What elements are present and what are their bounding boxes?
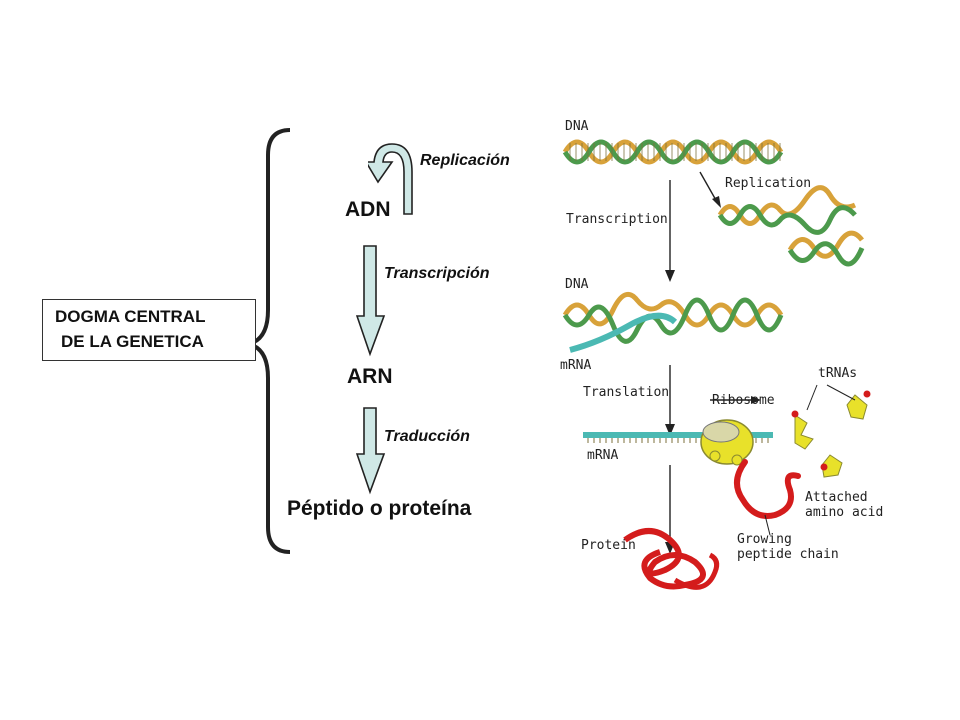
translation-arrow (356, 407, 386, 495)
dna-helix-top (562, 139, 784, 165)
central-dogma-title-box: DOGMA CENTRAL DE LA GENETICA (42, 299, 256, 361)
figure-label-dna-top: DNA (565, 119, 589, 134)
figure-label-growing-chain: Growing peptide chain (737, 532, 839, 562)
figure-label-trnas: tRNAs (818, 366, 858, 381)
figure-label-transcription: Transcription (566, 212, 668, 227)
figure-label-dna-mid: DNA (565, 277, 589, 292)
figure-label-mrna-low: mRNA (587, 448, 619, 463)
transcription-arrow (356, 245, 386, 357)
ribosome-translation (583, 419, 773, 466)
protein-label: Péptido o proteína (287, 497, 472, 520)
figure-label-protein: Protein (581, 538, 636, 553)
title-line-2: DE LA GENETICA (61, 332, 204, 351)
dna-replication-helices (717, 185, 865, 267)
translation-label: Traducción (384, 428, 470, 445)
figure-label-replication: Replication (725, 176, 812, 191)
replication-label: Replicación (420, 152, 510, 169)
figure-label-ribosome: Ribosome (712, 393, 775, 408)
folded-protein (623, 528, 720, 590)
replication-loop-arrow (368, 143, 413, 215)
central-dogma-figure (562, 139, 871, 590)
dna-label: ADN (345, 198, 391, 221)
growing-peptide-chain (734, 459, 801, 519)
dna-transcription (562, 291, 784, 353)
transcription-label: Transcripción (384, 265, 490, 282)
trna-molecules (791, 384, 871, 478)
rna-label: ARN (347, 365, 393, 388)
title-line-1: DOGMA CENTRAL (55, 307, 206, 326)
figure-label-mrna-mid: mRNA (560, 358, 592, 373)
figure-label-translation: Translation (583, 385, 670, 400)
figure-label-attached-amino-acid: Attached amino acid (805, 490, 884, 520)
